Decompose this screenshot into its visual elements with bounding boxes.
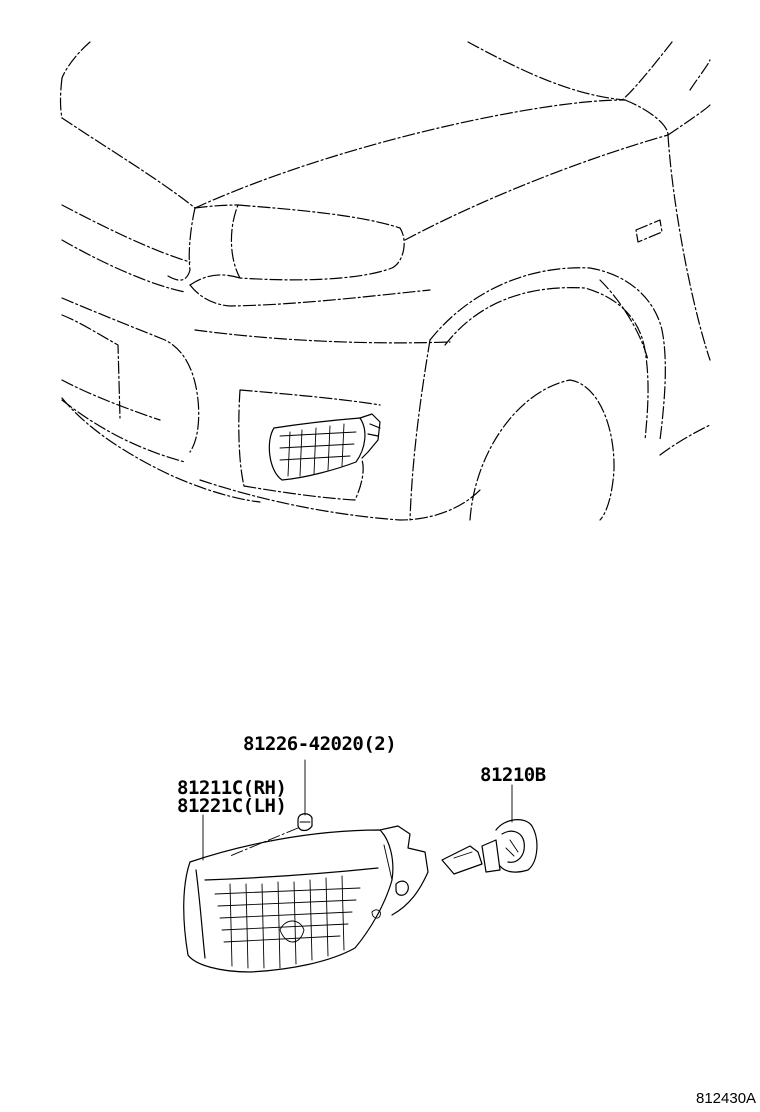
turn-signal-lamp [183, 825, 429, 973]
retainer-part-label: 81226-42020(2) [243, 733, 397, 755]
bulb-with-socket [441, 819, 538, 875]
retainer-clip [297, 813, 313, 832]
lamp-rh-part-label: 81211C(RH) [177, 777, 287, 799]
bulb-part-label: 81210B [480, 764, 546, 786]
figure-code: 812430A [696, 1090, 757, 1107]
vehicle-front-outline [59, 41, 711, 521]
lamp-lh-part-label: 81221C(LH) [177, 795, 287, 817]
